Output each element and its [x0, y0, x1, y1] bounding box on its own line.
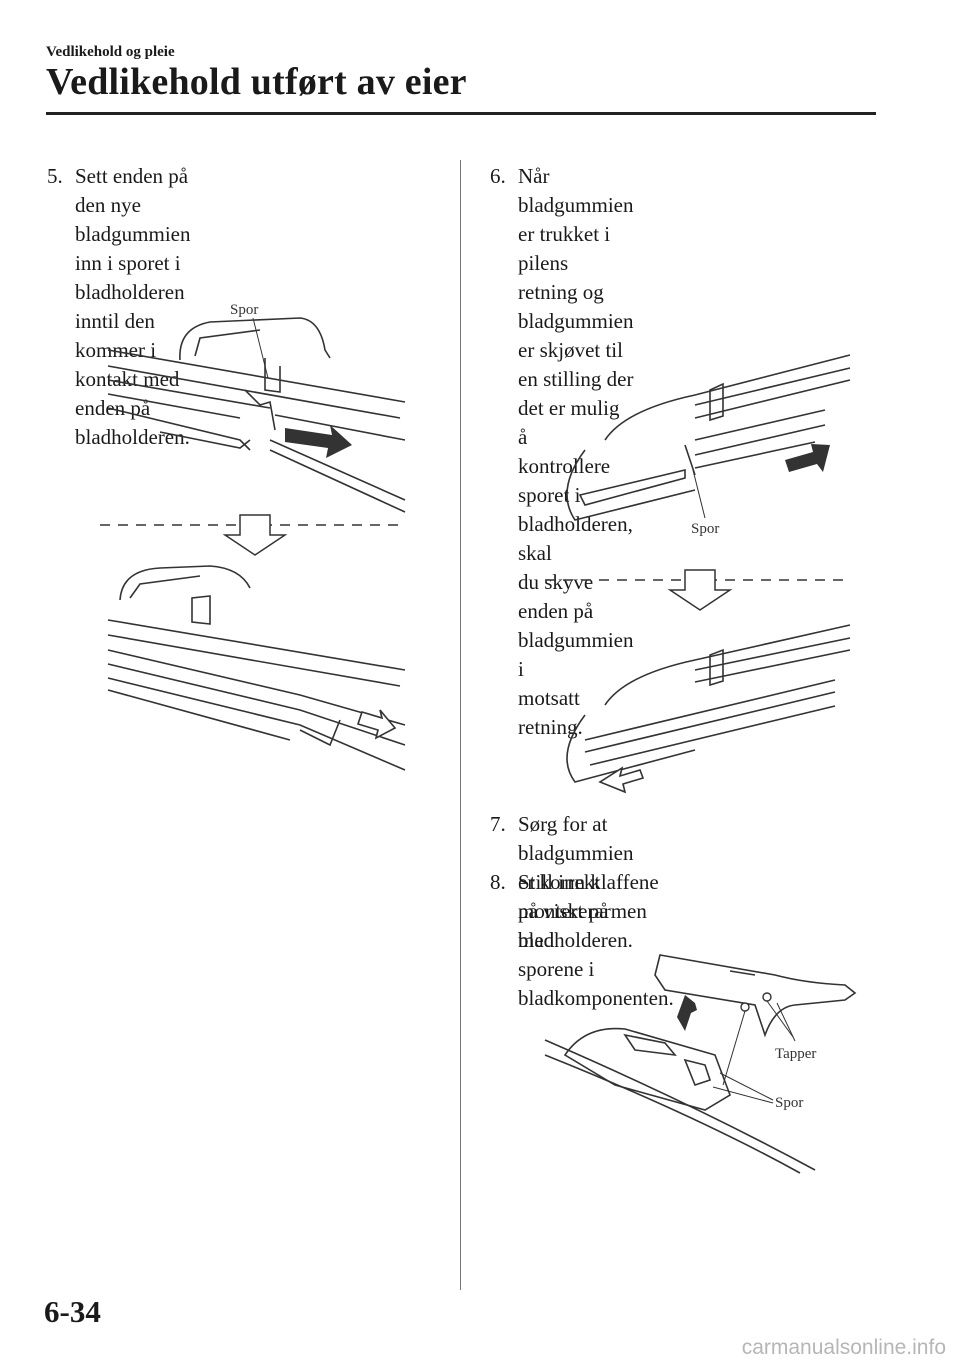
figure-step5-insert: Spor [107, 302, 406, 513]
figure-step6-push [566, 624, 851, 794]
figure-step8-arm: Tapper Spor [544, 954, 857, 1174]
page-number: 6-34 [44, 1294, 101, 1329]
down-arrow-icon [667, 569, 733, 611]
step-text: Når bladgummien er trukket i pilens retn… [518, 164, 634, 739]
figure-step5-installed [107, 565, 406, 771]
page-title: Vedlikehold utført av eier [46, 61, 467, 103]
figure-step6-pull: Spor [566, 354, 851, 537]
title-rule [46, 112, 876, 115]
step-number: 8. [490, 870, 506, 894]
step-text: Sett enden på den nye bladgummien inn i … [75, 164, 191, 449]
section-heading: Vedlikehold og pleie [46, 44, 175, 60]
label-spor: Spor [691, 521, 719, 537]
label-spor: Spor [775, 1095, 803, 1111]
step-number: 6. [490, 164, 506, 188]
step-text: Sørg for at bladgummien er korrekt monte… [518, 812, 634, 952]
step-number: 5. [47, 164, 63, 188]
label-tapper: Tapper [775, 1046, 816, 1062]
down-arrow-icon [222, 514, 288, 556]
step-number: 7. [490, 812, 506, 836]
figure-step5-divider [100, 514, 405, 556]
column-divider [460, 160, 461, 1290]
step-text: Still inn klaffene på viskerarmen med sp… [518, 870, 674, 1010]
label-spor: Spor [230, 302, 258, 318]
watermark: carmanualsonline.info [741, 1336, 946, 1359]
figure-step6-divider [545, 569, 850, 611]
